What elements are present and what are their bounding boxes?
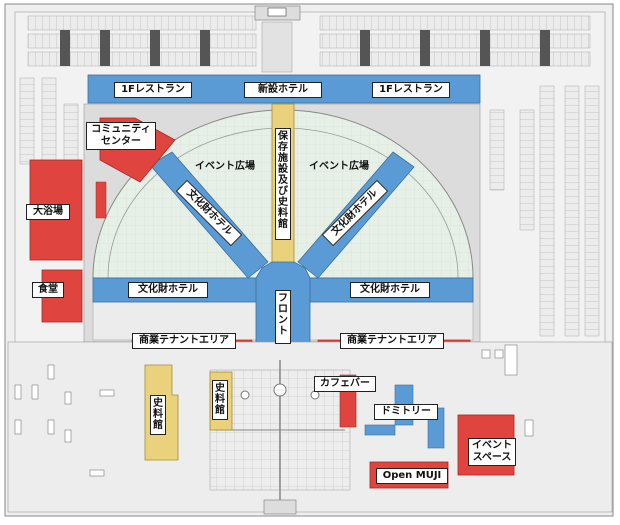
label-event-plaza-right: イベント広場	[309, 161, 369, 172]
label-tenant-right: 商業テナントエリア	[340, 333, 444, 349]
label-front: フロント	[275, 290, 291, 344]
label-archive-center: 史料館	[212, 380, 228, 420]
label-cultural-hotel-left: 文化財ホテル	[128, 282, 208, 298]
label-event-space: イベント スペース	[468, 438, 516, 466]
parking-top	[27, 15, 591, 67]
label-community-center: コミュニティ センター	[86, 122, 156, 150]
label-archive-left: 史料館	[150, 395, 166, 435]
north-gate	[254, 5, 301, 73]
label-cultural-hotel-right: 文化財ホテル	[350, 282, 430, 298]
label-cafe-bar: カフェバー	[314, 376, 376, 392]
label-restaurant-1f-left: 1Fレストラン	[114, 82, 192, 98]
label-dormitory: ドミトリー	[374, 404, 438, 420]
label-restaurant-1f-right: 1Fレストラン	[372, 82, 450, 98]
label-cafeteria: 食堂	[32, 282, 64, 298]
label-event-plaza-left: イベント広場	[195, 161, 255, 172]
small-buildings-left	[14, 364, 115, 477]
label-new-hotel: 新設ホテル	[244, 82, 322, 98]
label-bathhouse: 大浴場	[26, 204, 70, 220]
label-open-muji: Open MUJI	[376, 468, 448, 484]
label-preserved-facility: 保存施設及び史料館	[275, 128, 291, 240]
label-tenant-left: 商業テナントエリア	[132, 333, 236, 349]
parking-sides	[19, 77, 600, 337]
